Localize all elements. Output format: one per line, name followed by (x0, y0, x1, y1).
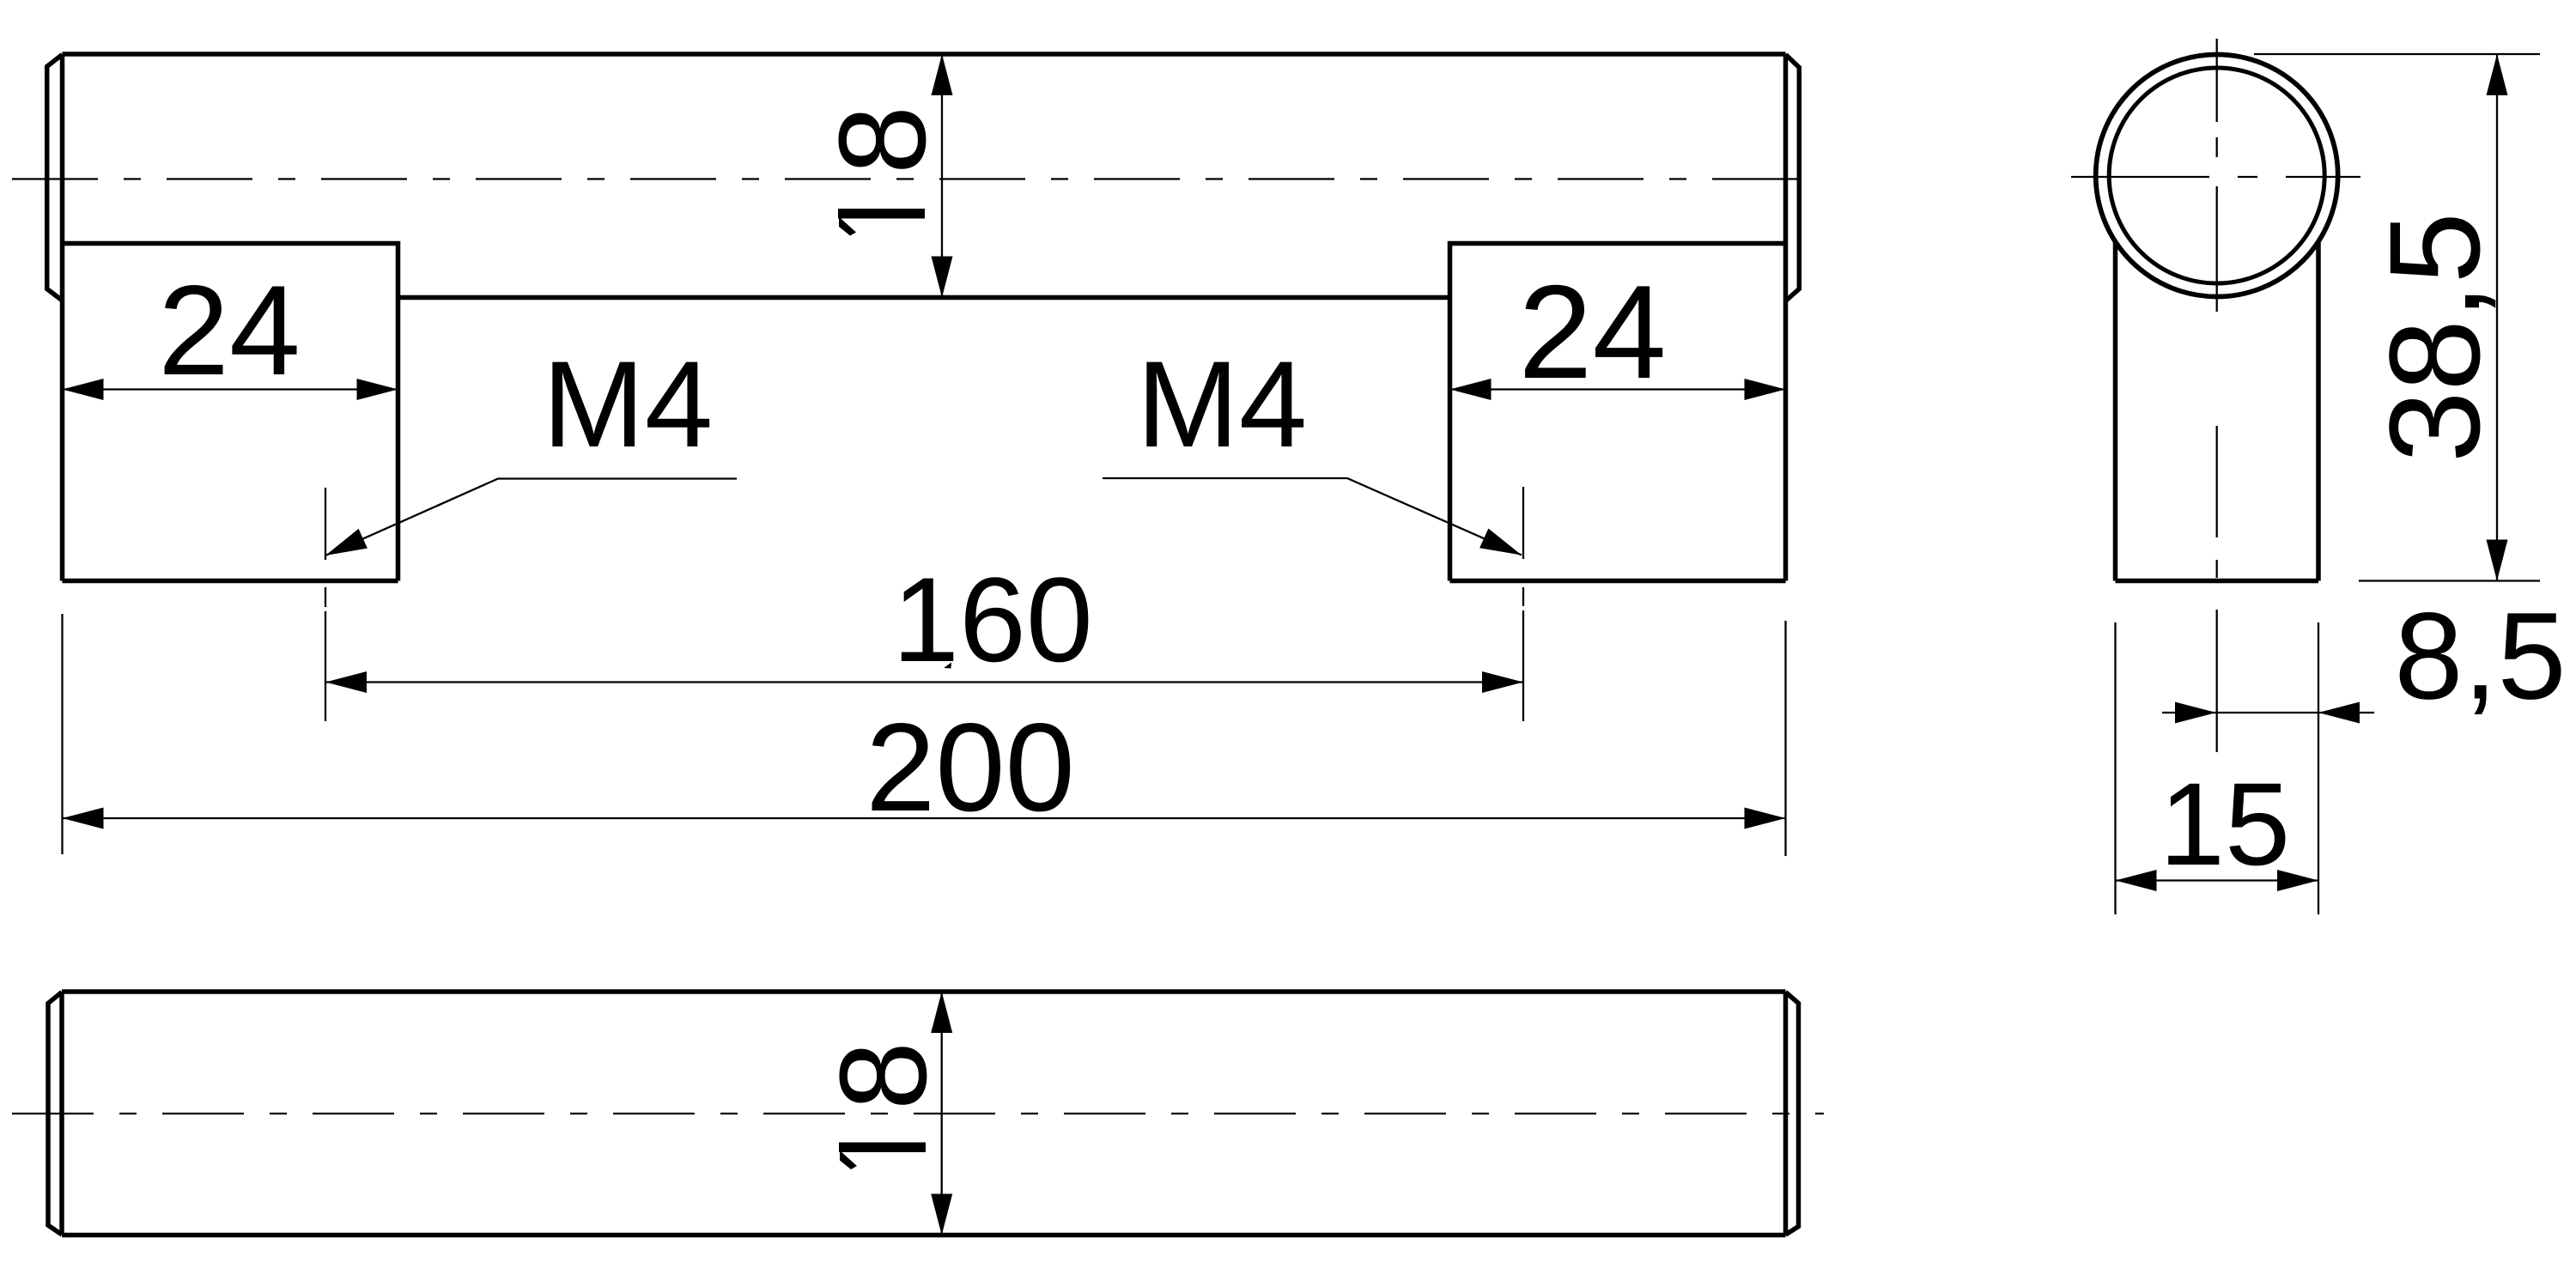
svg-text:M4: M4 (1137, 337, 1308, 473)
svg-text:24: 24 (1518, 258, 1666, 406)
svg-text:M4: M4 (543, 337, 714, 473)
svg-text:24: 24 (158, 258, 301, 402)
svg-text:8,5: 8,5 (2394, 587, 2566, 725)
svg-text:8: 8 (813, 106, 951, 174)
svg-text:200: 200 (866, 697, 1075, 837)
svg-text:15: 15 (2160, 759, 2290, 890)
svg-text:160: 160 (892, 552, 1093, 687)
svg-text:8: 8 (814, 1041, 952, 1110)
svg-text:38,5: 38,5 (2362, 212, 2506, 463)
